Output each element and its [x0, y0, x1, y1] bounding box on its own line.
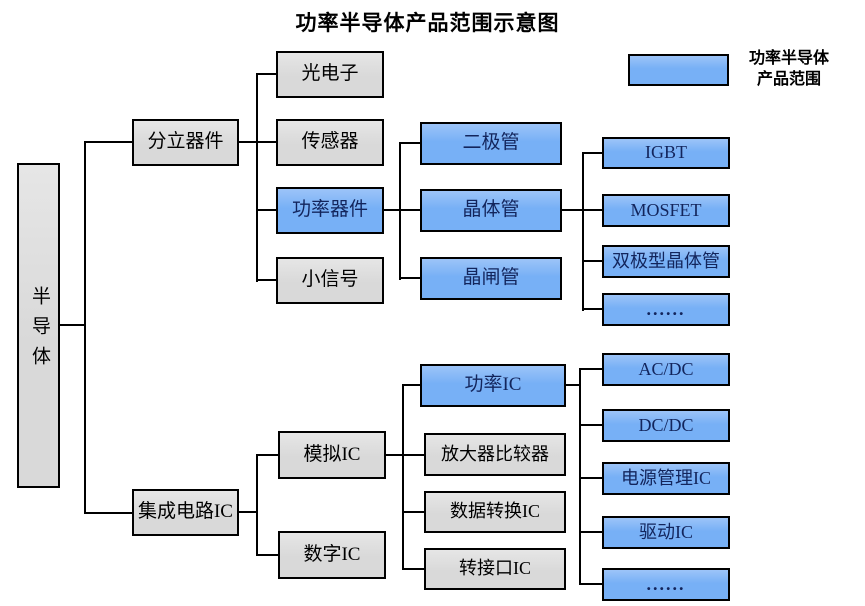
connector-power-device-out — [384, 209, 420, 211]
legend-swatch — [628, 54, 729, 86]
node-thyristor: 晶闸管 — [420, 257, 562, 300]
node-semiconductor-label: 半导体 — [28, 286, 50, 376]
connector-to-more-discrete — [582, 308, 602, 310]
node-power-device: 功率器件 — [276, 187, 384, 234]
connector-to-discrete — [84, 141, 132, 143]
node-mosfet: MOSFET — [602, 194, 730, 227]
node-bipolar-transistor: 双极型晶体管 — [602, 245, 730, 278]
connector-to-power-ic — [402, 384, 420, 386]
node-power-management-ic: 电源管理IC — [602, 462, 730, 495]
connector-analog-ic-out — [386, 454, 424, 456]
connector-to-bipolar-transistor — [582, 260, 602, 262]
connector-to-integrated-circuit — [84, 512, 132, 514]
node-analog-ic: 模拟IC — [278, 431, 386, 479]
legend-label-line2: 产品范围 — [756, 71, 821, 88]
connector-to-digital-ic — [256, 554, 278, 556]
node-sensor: 传感器 — [276, 119, 384, 166]
node-interface-ic: 转接口IC — [424, 548, 566, 590]
legend-label: 功率半导体 产品范围 — [733, 48, 845, 90]
connector-to-thyristor — [399, 277, 420, 279]
connector-to-more-power-ic — [579, 583, 602, 585]
connector-to-power-management-ic — [579, 477, 602, 479]
node-discrete-devices: 分立器件 — [132, 119, 239, 166]
connector-to-analog-ic — [256, 454, 278, 456]
connector-to-ac-dc — [579, 368, 602, 370]
diagram-title: 功率半导体产品范围示意图 — [295, 11, 560, 35]
node-dc-dc: DC/DC — [602, 409, 730, 442]
node-optoelectronics: 光电子 — [276, 51, 384, 98]
connector-to-dc-dc — [579, 424, 602, 426]
connector-to-small-signal — [256, 279, 276, 281]
connector-to-optoelectronics — [256, 73, 276, 75]
connector-to-data-conversion-ic — [402, 511, 424, 513]
connector-spine-analog-ic — [402, 384, 404, 570]
connector-to-driver-ic — [579, 531, 602, 533]
connector-power-ic-out — [566, 384, 580, 386]
node-more-discrete: ...... — [602, 293, 730, 326]
node-small-signal: 小信号 — [276, 257, 384, 304]
node-amplifier-comparator: 放大器比较器 — [424, 433, 566, 476]
connector-to-interface-ic — [402, 568, 424, 570]
node-data-conversion-ic: 数据转换IC — [424, 491, 566, 533]
node-ac-dc: AC/DC — [602, 353, 730, 386]
node-transistor: 晶体管 — [420, 189, 562, 232]
connector-spine-transistor — [582, 152, 584, 311]
connector-spine-power-ic — [579, 368, 581, 585]
node-semiconductor: 半导体 — [17, 163, 60, 488]
connector-spine-level1 — [84, 141, 86, 514]
node-igbt: IGBT — [602, 137, 730, 169]
connector-spine-power-device — [399, 142, 401, 280]
connector-to-diode — [399, 142, 420, 144]
connector-root-out — [59, 324, 85, 326]
node-digital-ic: 数字IC — [278, 531, 386, 579]
node-integrated-circuit: 集成电路IC — [132, 489, 239, 536]
connector-integrated-circuit-out — [239, 511, 257, 513]
connector-to-power-device — [256, 209, 276, 211]
node-driver-ic: 驱动IC — [602, 516, 730, 549]
connector-to-igbt — [582, 152, 602, 154]
node-power-ic: 功率IC — [420, 364, 566, 407]
node-more-power-ic: ...... — [602, 568, 730, 601]
node-diode: 二极管 — [420, 122, 562, 165]
legend-label-line1: 功率半导体 — [748, 50, 829, 67]
connector-spine-ic — [256, 454, 258, 556]
connector-spine-discrete — [256, 73, 258, 282]
